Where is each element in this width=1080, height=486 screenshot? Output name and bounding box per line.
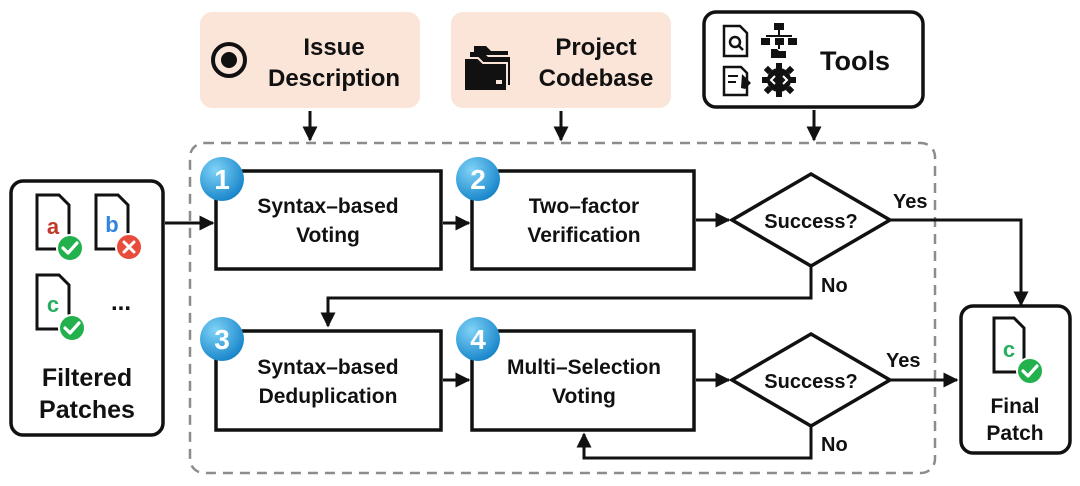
document-icon [94, 193, 130, 251]
step-2-line1: Two–factor [529, 195, 639, 218]
final-patch-letter: c [1003, 337, 1015, 362]
decision-2-yes: Yes [886, 350, 920, 372]
step-3-border [214, 329, 443, 432]
step-2-badge: 2 [456, 157, 500, 201]
patch-b-letter: b [105, 212, 118, 237]
decision-1-yes: Yes [893, 191, 927, 213]
step-1-box: Syntax–based Voting [214, 169, 443, 271]
patch-b: b [94, 193, 143, 261]
issue-description-line2: Description [268, 65, 400, 92]
final-patch-line2: Patch [986, 422, 1043, 445]
step-4-badge: 4 [456, 317, 500, 361]
project-codebase-line2: Codebase [539, 65, 654, 92]
step-2-box: Two–factor Verification [470, 169, 696, 271]
step-4-number: 4 [470, 324, 486, 355]
patch-a: a [35, 193, 84, 262]
step-3-line1: Syntax–based [257, 356, 398, 379]
step-1-border [214, 169, 443, 271]
tools-label: Tools [820, 46, 890, 76]
filtered-patches-box: a b c ... Filtered Patches [9, 179, 165, 437]
issue-description-bg [200, 12, 420, 108]
ellipsis: ... [111, 289, 131, 316]
step-3-badge-circle [200, 317, 244, 361]
step-2-number: 2 [470, 164, 486, 195]
tree-folder-icon [761, 23, 797, 58]
decision-1-no: No [821, 275, 848, 297]
pipeline-container [188, 141, 937, 475]
decision2-no-arrow [576, 426, 813, 460]
edit-doc-icon [722, 65, 751, 97]
tools-box: Tools [702, 10, 925, 109]
folders-icon [463, 46, 510, 92]
step-4-badge-circle [456, 317, 500, 361]
step-4-line2: Voting [552, 385, 616, 408]
step-2-line2: Verification [527, 224, 640, 247]
decision1-no-arrow [320, 266, 813, 328]
decision1-yes-arrow [890, 218, 1029, 307]
step-3-line2: Deduplication [259, 385, 398, 408]
step-1-number: 1 [214, 164, 230, 195]
final-patch-line1: Final [990, 395, 1039, 418]
issue-description-box: Issue Description [200, 12, 420, 108]
cross-icon [115, 233, 143, 261]
step-4-box: Multi–Selection Voting [470, 329, 696, 432]
check-icon [1016, 357, 1044, 385]
step-3-number: 3 [214, 324, 230, 355]
decision-2-label: Success? [764, 371, 857, 393]
document-icon [992, 316, 1026, 374]
issue-description-line1: Issue [303, 34, 364, 61]
step-4-border [470, 329, 696, 432]
filtered-patches-line1: Filtered [42, 364, 132, 392]
step-1-line2: Voting [296, 224, 360, 247]
step-4-line1: Multi–Selection [507, 356, 661, 379]
decision-2: Success? [728, 331, 894, 429]
step-1-badge: 1 [200, 157, 244, 201]
patch-c: c [35, 273, 86, 342]
document-icon [35, 193, 71, 251]
check-icon [58, 314, 86, 342]
filtered-patches-line2: Patches [39, 396, 135, 424]
check-icon [56, 234, 84, 262]
final-patch-border [959, 304, 1072, 455]
decision-1: Success? [728, 171, 894, 269]
patch-a-letter: a [47, 214, 60, 239]
step-1-badge-circle [200, 157, 244, 201]
decision-1-label: Success? [764, 211, 857, 233]
step-3-box: Syntax–based Deduplication [214, 329, 443, 432]
step-1-line1: Syntax–based [257, 195, 398, 218]
decision-2-no: No [821, 434, 848, 456]
document-icon [35, 273, 71, 331]
step-2-badge-circle [456, 157, 500, 201]
tools-box-border [702, 10, 925, 109]
target-icon [211, 42, 247, 78]
doc-search-icon [722, 24, 749, 58]
patch-c-letter: c [47, 292, 59, 317]
project-codebase-box: Project Codebase [451, 12, 671, 108]
project-codebase-line1: Project [555, 34, 636, 61]
step-3-badge: 3 [200, 317, 244, 361]
code-gear-icon [762, 63, 796, 97]
step-2-border [470, 169, 696, 271]
final-patch-box: c Final Patch [959, 304, 1072, 455]
